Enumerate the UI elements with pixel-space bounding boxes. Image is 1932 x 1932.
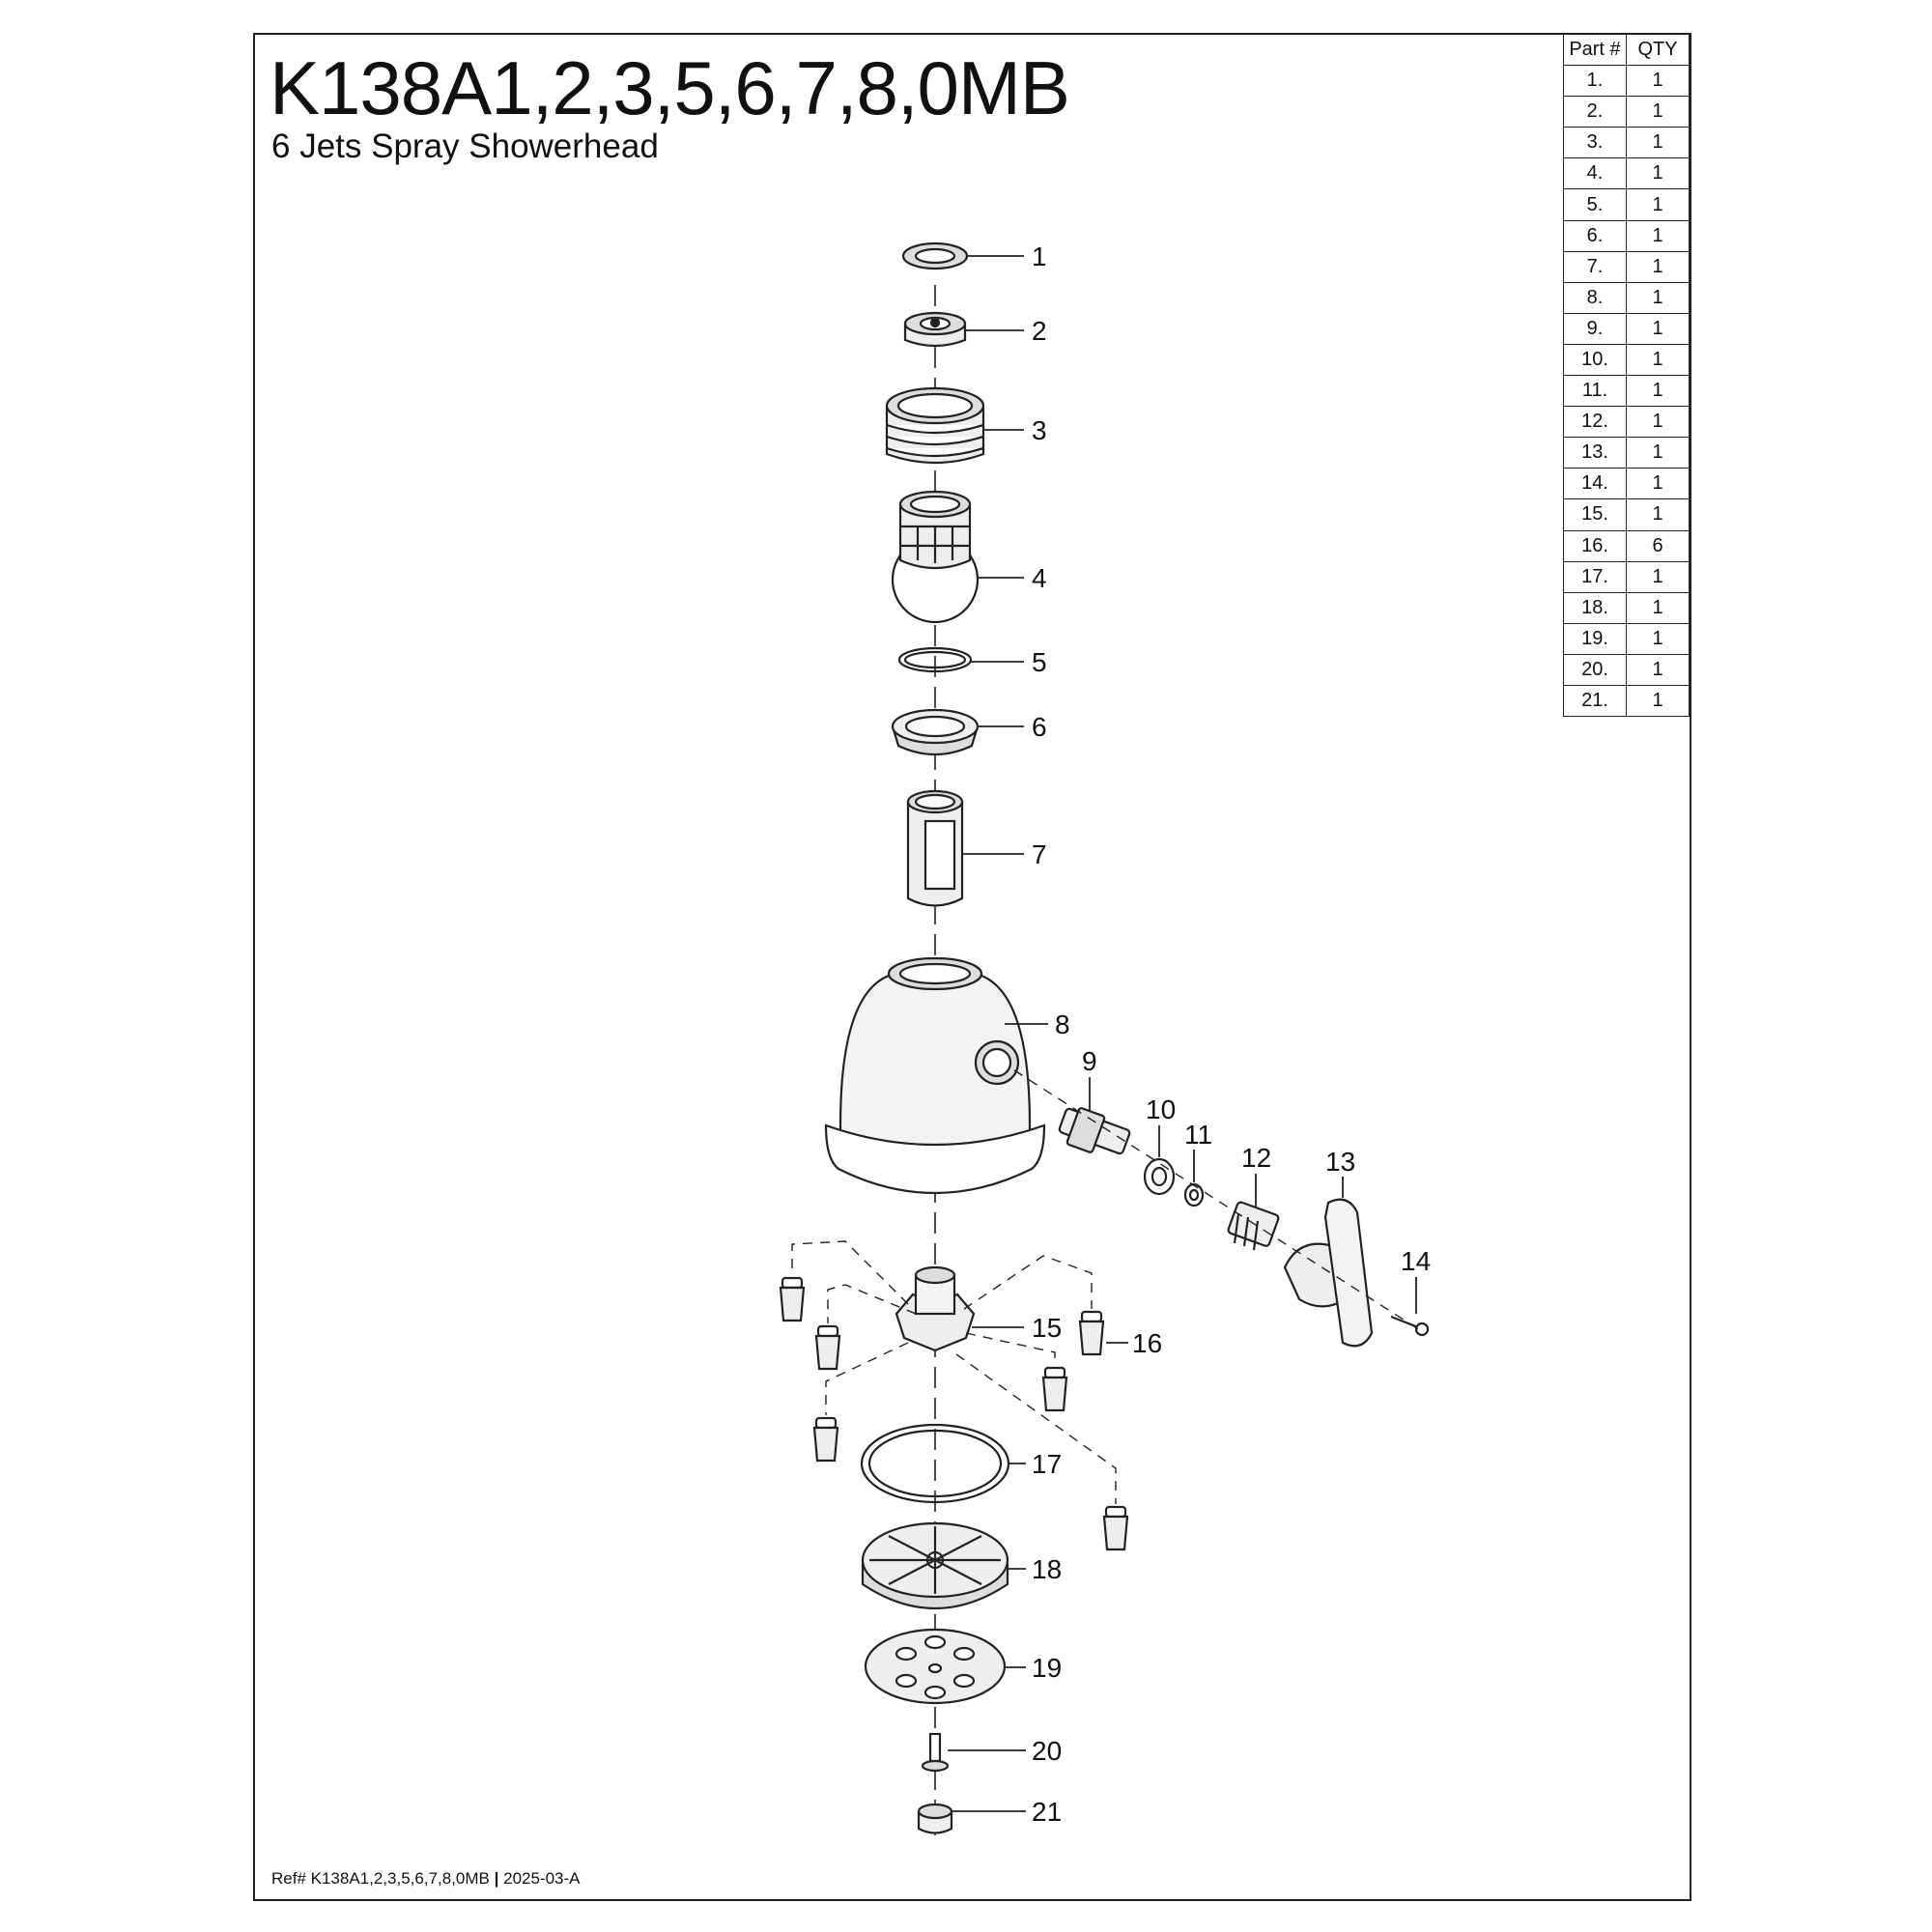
callout-17: 17 xyxy=(1032,1449,1062,1479)
callout-9: 9 xyxy=(1082,1046,1097,1076)
callout-20: 20 xyxy=(1032,1736,1062,1766)
part-10-washer xyxy=(1143,1157,1176,1196)
part-number-cell: 6. xyxy=(1563,219,1627,252)
callout-4: 4 xyxy=(1032,563,1047,593)
part-8-shower-body xyxy=(824,956,1046,1194)
quantity-header: QTY xyxy=(1626,33,1690,67)
part-number-cell: 9. xyxy=(1563,312,1627,345)
part-5-retaining-ring xyxy=(897,646,973,673)
quantity-cell: 1 xyxy=(1626,653,1690,686)
part-19-face-plate xyxy=(864,1628,1007,1705)
callout-2: 2 xyxy=(1032,316,1047,346)
part-11-o-ring xyxy=(1183,1182,1205,1208)
callout-14: 14 xyxy=(1401,1246,1431,1276)
part-4-ball-joint xyxy=(891,490,980,624)
quantity-cell: 1 xyxy=(1626,312,1690,345)
callout-5: 5 xyxy=(1032,647,1047,677)
table-row: 2.1 xyxy=(1563,96,1690,128)
part-15-spray-distributor xyxy=(895,1265,976,1352)
table-row: 20.1 xyxy=(1563,653,1690,686)
quantity-cell: 1 xyxy=(1626,96,1690,128)
part-14-screw xyxy=(1390,1315,1430,1337)
callout-10: 10 xyxy=(1146,1094,1176,1124)
callout-11: 11 xyxy=(1184,1120,1212,1150)
part-number-header: Part # xyxy=(1563,33,1627,67)
quantity-cell: 1 xyxy=(1626,219,1690,252)
quantity-cell: 1 xyxy=(1626,343,1690,377)
table-row: 9.1 xyxy=(1563,312,1690,345)
callout-21: 21 xyxy=(1032,1797,1062,1827)
part-number-cell: 19. xyxy=(1563,622,1627,655)
table-row: 10.1 xyxy=(1563,343,1690,377)
table-row: 21.1 xyxy=(1563,684,1690,718)
quantity-cell: 1 xyxy=(1626,157,1690,190)
part-9-valve-stem xyxy=(1058,1107,1131,1155)
part-number-cell: 12. xyxy=(1563,406,1627,439)
callout-18: 18 xyxy=(1032,1554,1062,1584)
reference-separator: | xyxy=(494,1869,499,1888)
part-20-screw xyxy=(921,1732,950,1773)
quantity-cell: 1 xyxy=(1626,622,1690,655)
callout-15: 15 xyxy=(1032,1313,1062,1343)
callout-13: 13 xyxy=(1325,1147,1355,1177)
table-row: 16.6 xyxy=(1563,529,1690,562)
table-row: 6.1 xyxy=(1563,219,1690,252)
callout-1: 1 xyxy=(1032,242,1047,271)
part-16-spray-jets xyxy=(779,1276,1129,1551)
part-6-collar xyxy=(891,708,980,756)
part-1-washer xyxy=(901,242,969,270)
table-row: 17.1 xyxy=(1563,560,1690,593)
table-row: 11.1 xyxy=(1563,375,1690,408)
callout-16: 16 xyxy=(1132,1328,1162,1358)
part-number-cell: 3. xyxy=(1563,127,1627,159)
table-row: 14.1 xyxy=(1563,468,1690,500)
quantity-cell: 1 xyxy=(1626,591,1690,624)
page-subtitle: 6 Jets Spray Showerhead xyxy=(271,128,659,165)
part-number-cell: 18. xyxy=(1563,591,1627,624)
jet-alignment-lines xyxy=(791,1240,1117,1504)
drawing-border xyxy=(253,33,1691,1901)
part-number-cell: 5. xyxy=(1563,188,1627,221)
part-3-adapter-nut xyxy=(885,386,985,465)
callout-leader-lines xyxy=(948,255,1417,1812)
quantity-cell: 1 xyxy=(1626,468,1690,500)
callout-12: 12 xyxy=(1241,1143,1271,1173)
part-21-cap xyxy=(917,1803,953,1834)
table-row: 18.1 xyxy=(1563,591,1690,624)
callout-numbers: 1 2 3 4 5 6 7 8 9 10 11 12 13 14 15 16 1… xyxy=(1032,242,1431,1827)
table-row: 4.1 xyxy=(1563,157,1690,190)
table-row: 5.1 xyxy=(1563,188,1690,221)
part-2-flow-restrictor xyxy=(903,311,967,348)
page-title: K138A1,2,3,5,6,7,8,0MB xyxy=(270,45,1070,130)
callout-6: 6 xyxy=(1032,712,1047,742)
callout-8: 8 xyxy=(1055,1009,1070,1039)
callout-19: 19 xyxy=(1032,1653,1062,1683)
quantity-cell: 1 xyxy=(1626,281,1690,314)
part-number-cell: 10. xyxy=(1563,343,1627,377)
quantity-cell: 1 xyxy=(1626,188,1690,221)
part-12-bonnet xyxy=(1227,1201,1280,1251)
callout-3: 3 xyxy=(1032,415,1047,445)
part-7-sleeve xyxy=(906,789,964,907)
revision-code: 2025-03-A xyxy=(503,1869,581,1888)
table-header-row: Part # QTY xyxy=(1563,33,1690,67)
part-13-lever-handle xyxy=(1283,1198,1374,1348)
quantity-cell: 1 xyxy=(1626,250,1690,283)
table-row: 19.1 xyxy=(1563,622,1690,655)
reference-footer: Ref# K138A1,2,3,5,6,7,8,0MB | 2025-03-A xyxy=(271,1869,581,1889)
reference-label: Ref# K138A1,2,3,5,6,7,8,0MB xyxy=(271,1869,490,1888)
callout-7: 7 xyxy=(1032,839,1047,869)
part-number-cell: 20. xyxy=(1563,653,1627,686)
table-row: 13.1 xyxy=(1563,437,1690,469)
table-row: 3.1 xyxy=(1563,127,1690,159)
part-number-cell: 21. xyxy=(1563,684,1627,718)
part-18-spray-plate xyxy=(861,1521,1009,1610)
part-number-cell: 14. xyxy=(1563,468,1627,500)
stem-axis-line xyxy=(1013,1069,1421,1331)
quantity-cell: 1 xyxy=(1626,684,1690,718)
